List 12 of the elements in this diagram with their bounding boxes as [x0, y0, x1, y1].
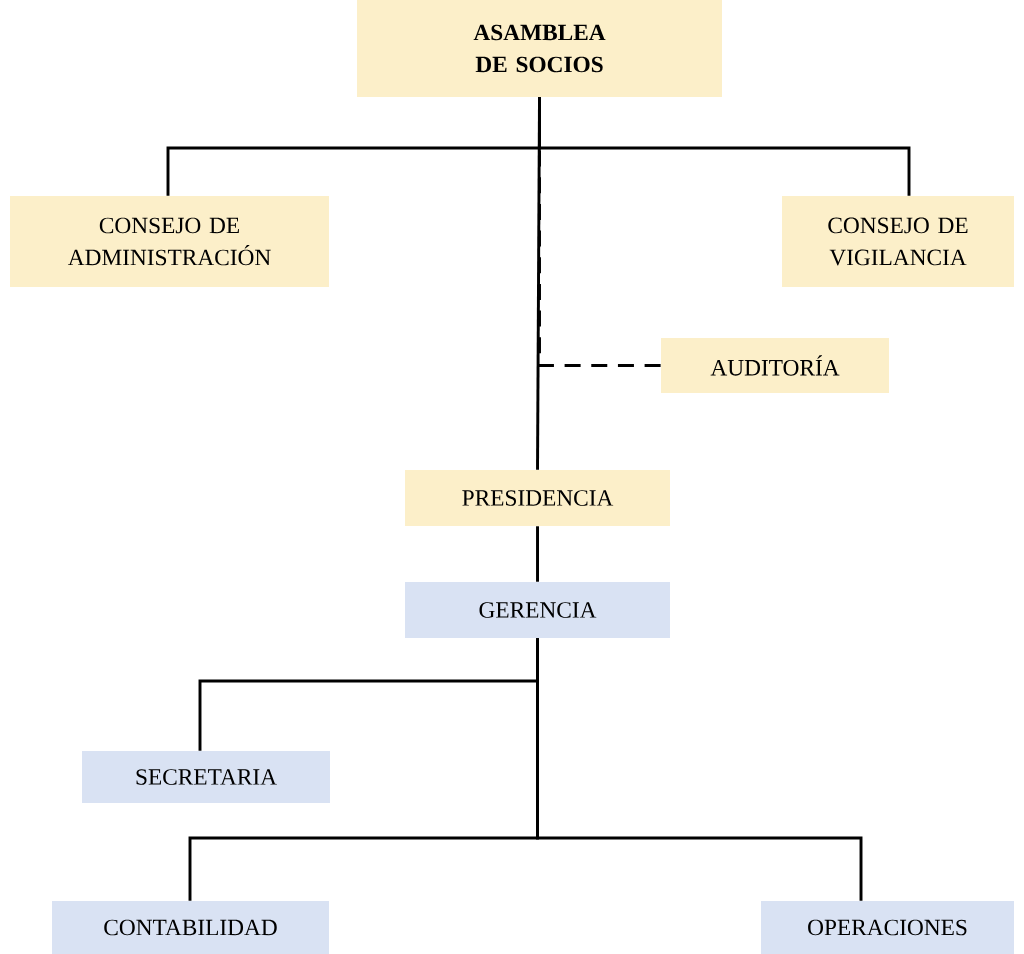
- org-box: SECRETARIA: [82, 751, 330, 803]
- connector-line: [536, 526, 539, 582]
- org-box: CONSEJO DE ADMINISTRACIÓN: [10, 196, 329, 287]
- org-box: AUDITORÍA: [661, 338, 889, 393]
- org-box: CONTABILIDAD: [52, 901, 329, 954]
- org-box: OPERACIONES: [761, 901, 1014, 954]
- org-box: GERENCIA: [405, 582, 670, 638]
- connector-line: [536, 97, 541, 470]
- org-box: PRESIDENCIA: [405, 470, 670, 526]
- connector-line: [536, 638, 863, 901]
- org-box: CONSEJO DE VIGILANCIA: [782, 196, 1014, 287]
- org-box: ASAMBLEA DE SOCIOS: [357, 0, 722, 97]
